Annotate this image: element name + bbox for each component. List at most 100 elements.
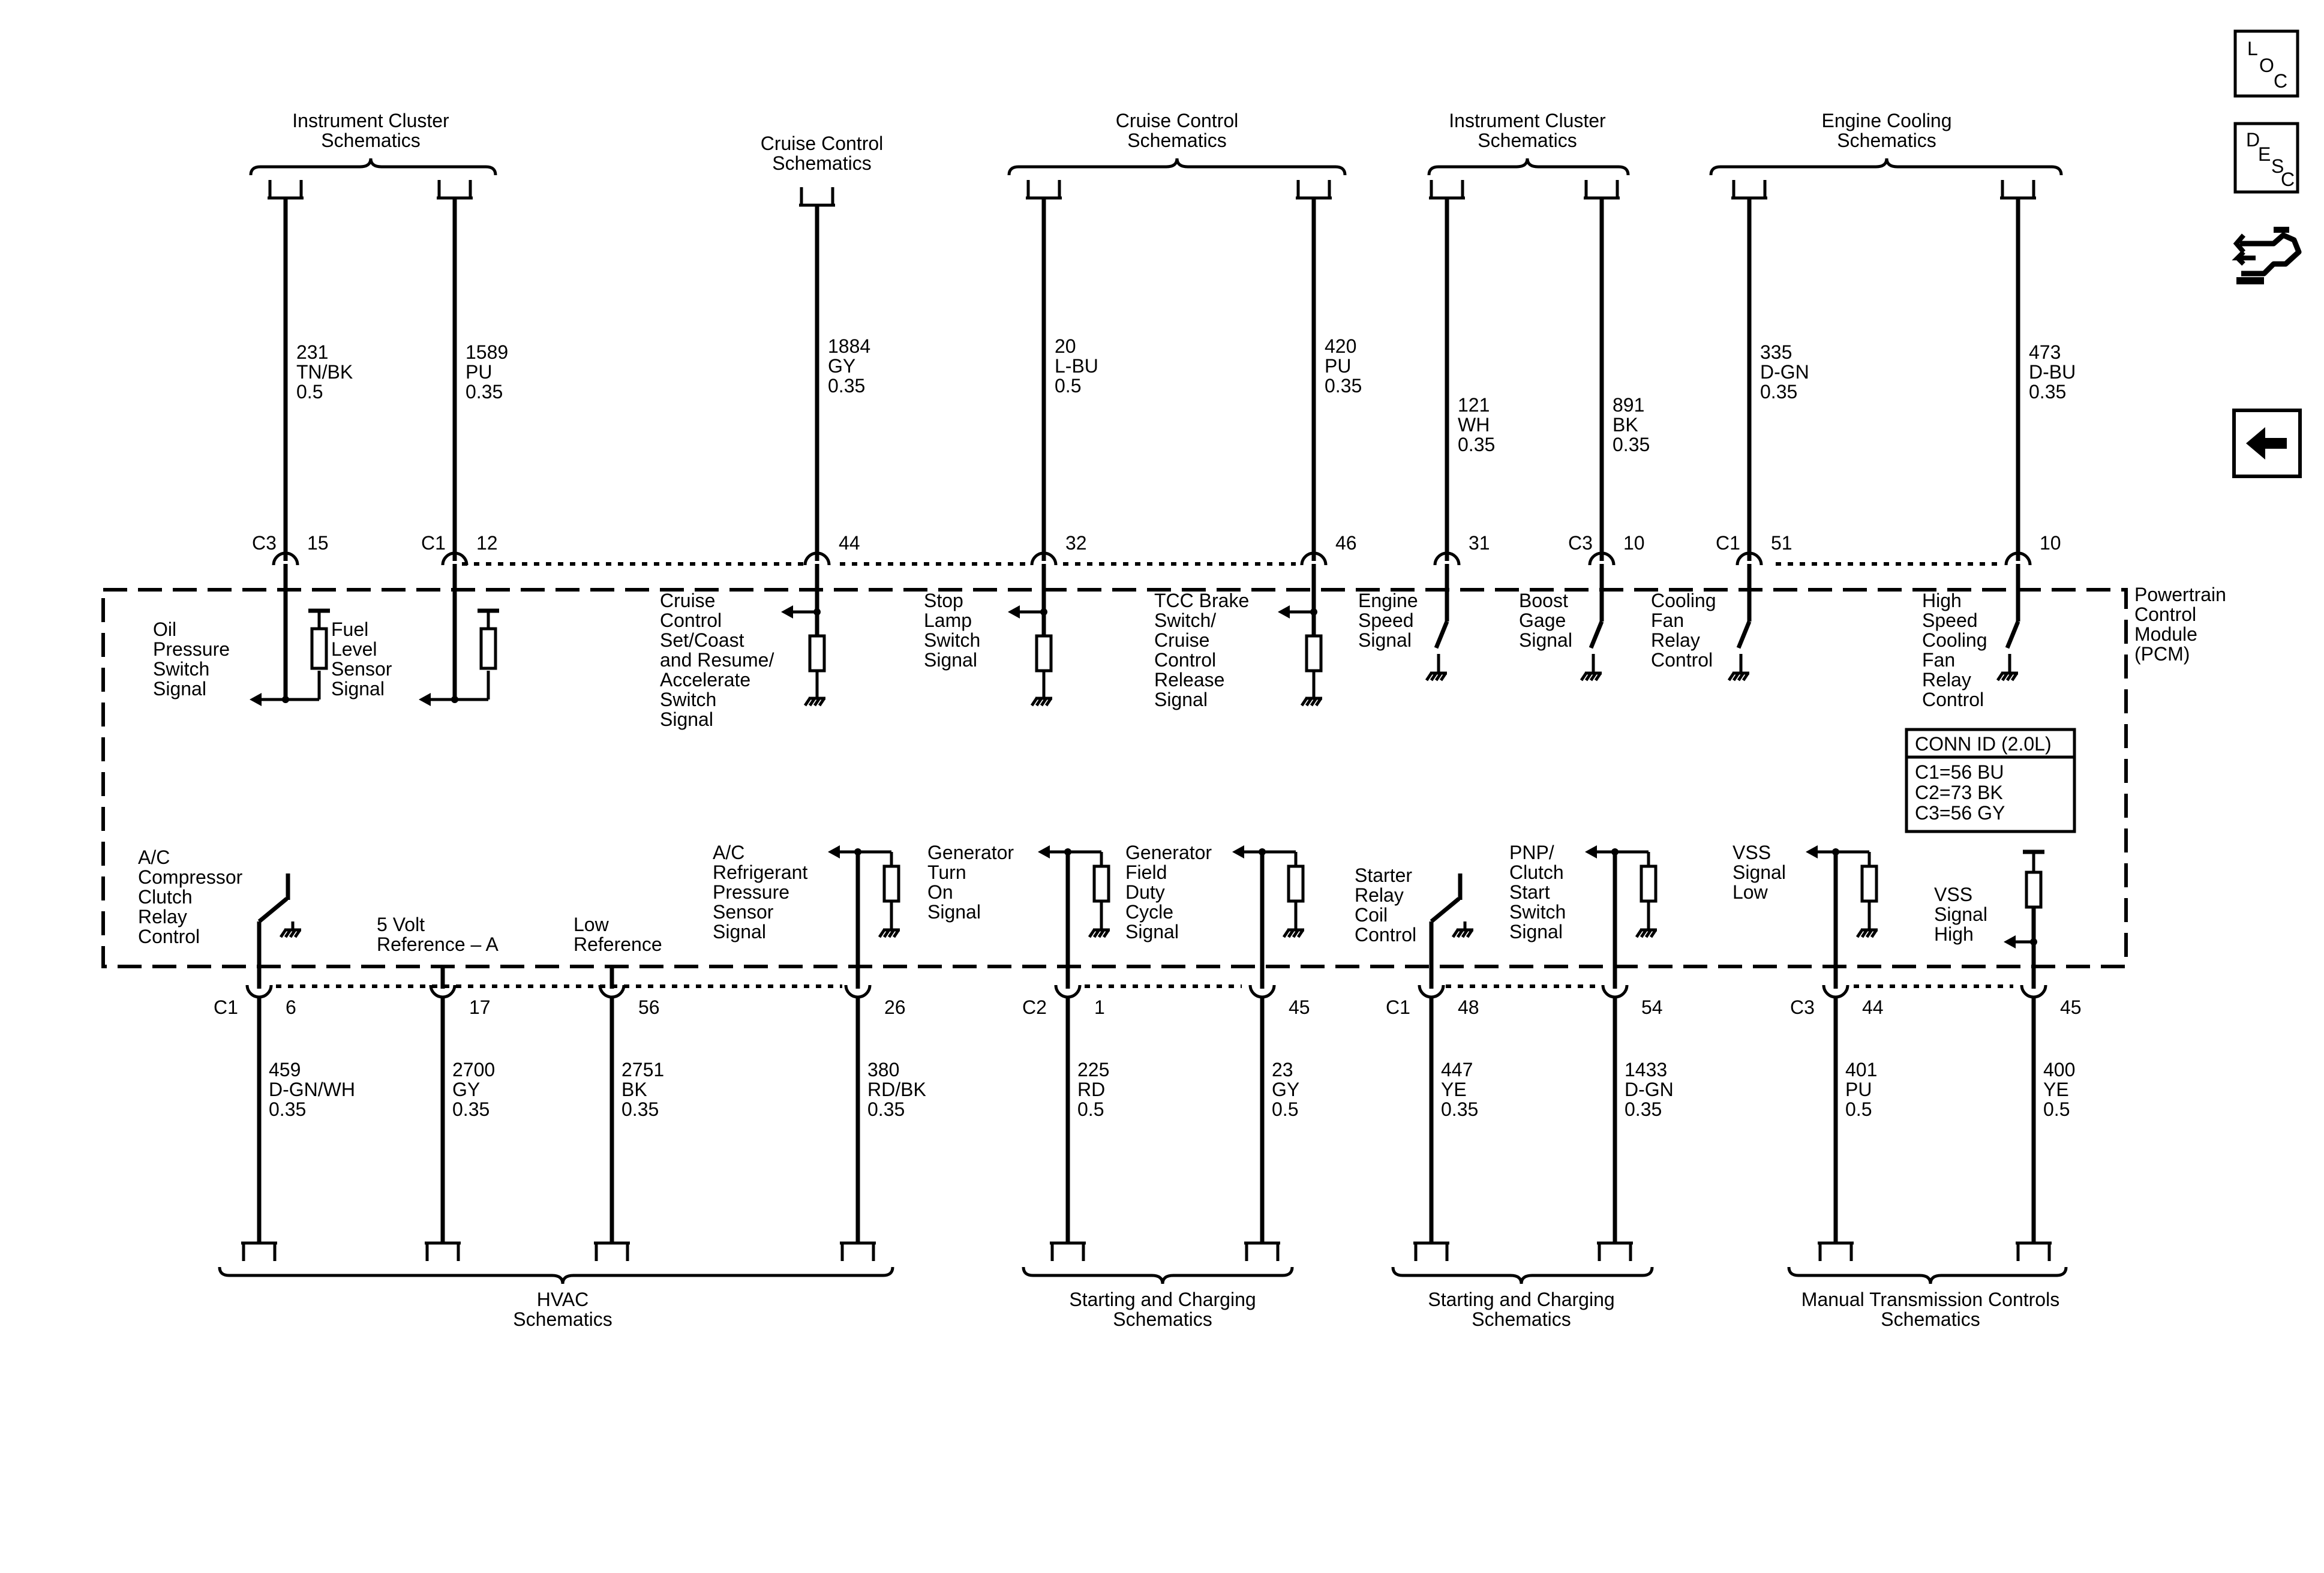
pin-number: 56 — [638, 996, 660, 1018]
signal-label: Generator — [927, 842, 1014, 863]
pin-number: 26 — [884, 996, 906, 1018]
signal-label: Generator — [1125, 842, 1212, 863]
signal-label: Signal — [1509, 921, 1563, 942]
wire-gauge: 0.5 — [296, 381, 323, 403]
signal-label: Signal — [331, 678, 385, 700]
pcm-boundary — [101, 588, 2128, 968]
conn-id-line: C1=56 BU — [1915, 761, 2004, 783]
connector-pin — [803, 551, 831, 566]
signal-label: Lamp — [924, 610, 972, 631]
signal-label: Relay — [1922, 669, 1971, 691]
wire-color: WH — [1458, 414, 1490, 436]
signal-label: VSS — [1934, 884, 1972, 905]
header-cruise-control-1: Cruise Control Schematics — [761, 133, 884, 174]
wire-gauge: 0.35 — [867, 1098, 905, 1120]
pin-number: 54 — [1641, 996, 1663, 1018]
loc-button[interactable]: L O C — [2233, 29, 2299, 98]
conn-id-line: C3=56 GY — [1915, 802, 2005, 824]
signal-label: Clutch — [1509, 861, 1564, 883]
connector-pin — [272, 551, 299, 566]
pin-number: 31 — [1469, 532, 1490, 554]
signal-label: Fan — [1651, 610, 1684, 631]
pin-number: 44 — [839, 532, 860, 554]
wire-gauge: 0.5 — [1077, 1098, 1104, 1120]
circuit-number: 401 — [1845, 1059, 1877, 1080]
pin-number: 10 — [1623, 532, 1645, 554]
connector-id: C3 — [252, 532, 277, 554]
wire-color: PU — [1325, 355, 1351, 377]
svg-text:Schematics: Schematics — [772, 152, 871, 174]
signal-label: VSS — [1733, 842, 1771, 863]
header-starting-charging-1: Starting and Charging Schematics — [1022, 1266, 1294, 1330]
wire-color: GY — [452, 1079, 480, 1100]
connector-id: C3 — [1568, 532, 1593, 554]
svg-text:Schematics: Schematics — [1881, 1308, 1980, 1330]
signal-label: Switch — [153, 658, 209, 680]
terminal-symbol — [1429, 180, 1465, 200]
svg-text:S: S — [2271, 155, 2284, 177]
signal-label: PNP/ — [1509, 842, 1554, 863]
wire-color: D-GN/WH — [269, 1079, 355, 1100]
pin-number: 15 — [307, 532, 329, 554]
signal-label: Cooling — [1651, 590, 1716, 611]
pcm-label-line-4: (PCM) — [2134, 643, 2190, 665]
signal-label: Switch/ — [1154, 610, 1216, 631]
header-cruise-control-2: Cruise Control Schematics — [1007, 110, 1347, 176]
signal-label: Pressure — [153, 638, 230, 660]
signal-label: Signal — [713, 921, 766, 942]
signal-label: and Resume/ — [660, 649, 774, 671]
connector-icon[interactable] — [2232, 227, 2302, 284]
signal-label: Control — [138, 926, 200, 947]
wire-gauge: 0.35 — [1441, 1098, 1478, 1120]
conn-id-title: CONN ID (2.0L) — [1915, 733, 2052, 755]
svg-text:Schematics: Schematics — [1472, 1308, 1571, 1330]
svg-text:O: O — [2259, 55, 2274, 76]
wire-gauge: 0.5 — [1845, 1098, 1872, 1120]
terminal-symbol — [2000, 180, 2036, 200]
desc-button[interactable]: D E S C — [2233, 122, 2299, 194]
wire-gauge: 0.35 — [1613, 434, 1650, 455]
signal-label: High — [1922, 590, 1962, 611]
wire-gauge: 0.35 — [269, 1098, 306, 1120]
signal-label: On — [927, 881, 953, 903]
signal-label: Switch — [1509, 901, 1566, 923]
signal-label: Control — [660, 610, 722, 631]
circuit-number: 2751 — [621, 1059, 664, 1080]
circuit-number: 121 — [1458, 394, 1490, 416]
header-manual-transmission: Manual Transmission Controls Schematics — [1787, 1266, 2068, 1330]
signal-label: High — [1934, 923, 1974, 945]
wire-color: D-GN — [1760, 361, 1809, 383]
wire-gauge: 0.35 — [1625, 1098, 1662, 1120]
svg-text:C: C — [2281, 169, 2295, 190]
bottom-circuit-4: 26380RD/BK0.35A/CRefrigerantPressureSens… — [713, 842, 926, 1261]
signal-label: Control — [1922, 689, 1984, 710]
signal-label: Stop — [924, 590, 963, 611]
pin-number: 10 — [2040, 532, 2061, 554]
back-button[interactable] — [2232, 409, 2302, 478]
connector-pin — [1433, 551, 1461, 566]
signal-label: Coil — [1355, 904, 1388, 926]
terminal-symbol — [799, 187, 835, 207]
connector-id: C1 — [214, 996, 238, 1018]
wire-color: BK — [1613, 414, 1638, 436]
svg-text:Schematics: Schematics — [1837, 130, 1936, 151]
svg-text:Cruise Control: Cruise Control — [1116, 110, 1239, 131]
svg-text:Schematics: Schematics — [513, 1308, 612, 1330]
wire-gauge: 0.35 — [1458, 434, 1495, 455]
